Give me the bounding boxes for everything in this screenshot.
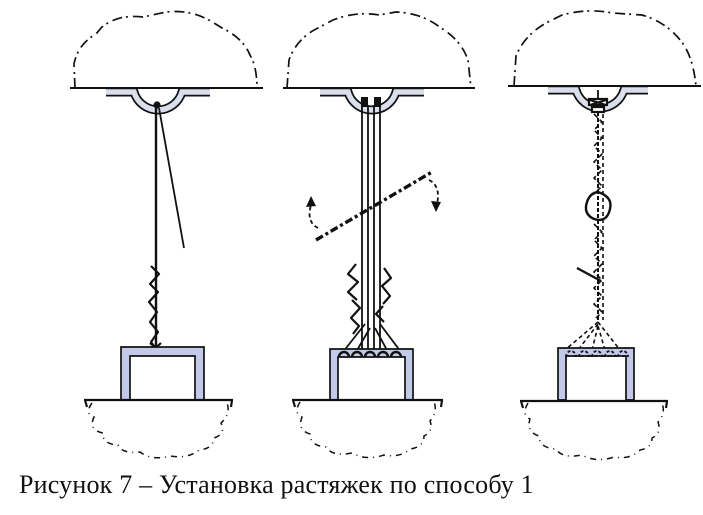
panel-step-1 bbox=[70, 10, 263, 459]
rotation-arrow-right-head bbox=[431, 201, 441, 212]
figure-caption: Рисунок 7 – Установка растяжек по способ… bbox=[19, 470, 534, 499]
rope-hook-left bbox=[361, 97, 368, 107]
twisted-rope bbox=[593, 112, 604, 322]
ground-tick-left bbox=[291, 399, 297, 408]
rotation-arrow-left-head bbox=[306, 196, 316, 207]
rope-splay-dashed bbox=[564, 321, 621, 351]
loose-rope-end bbox=[158, 107, 185, 249]
crown-outline bbox=[73, 10, 258, 89]
rotation-arrow-left bbox=[308, 204, 319, 229]
ground-tick-right bbox=[439, 399, 444, 408]
figure-diagram bbox=[70, 10, 701, 461]
trunk-saddle-fill bbox=[106, 89, 210, 113]
lever-stub bbox=[576, 266, 602, 283]
panel-step-2 bbox=[283, 11, 475, 459]
ground-tick-right bbox=[229, 399, 234, 408]
rope-splay bbox=[342, 323, 402, 353]
rotation-arrow-right bbox=[428, 179, 439, 205]
panel-step-3 bbox=[508, 10, 701, 461]
crown-outline bbox=[286, 11, 472, 89]
trunk-saddle-fill bbox=[320, 89, 424, 113]
anchor-frame bbox=[120, 346, 205, 401]
ground-outline bbox=[524, 402, 665, 461]
rope-clamp bbox=[587, 90, 609, 114]
ground-tick-left bbox=[83, 399, 89, 408]
tension-lever bbox=[315, 170, 433, 242]
rope-loop-knot bbox=[584, 190, 612, 222]
crown-outline bbox=[513, 10, 697, 87]
ground-tick-left bbox=[519, 400, 525, 409]
ground-outline bbox=[87, 402, 229, 459]
rope-seizing bbox=[147, 265, 161, 351]
ground-tick-right bbox=[664, 400, 669, 409]
ground-outline bbox=[296, 401, 437, 459]
rope-knots bbox=[346, 263, 393, 335]
rope-hook-right bbox=[374, 97, 381, 107]
rope-loops-on-bar bbox=[565, 350, 629, 358]
rope-loops-on-bar bbox=[337, 350, 403, 358]
